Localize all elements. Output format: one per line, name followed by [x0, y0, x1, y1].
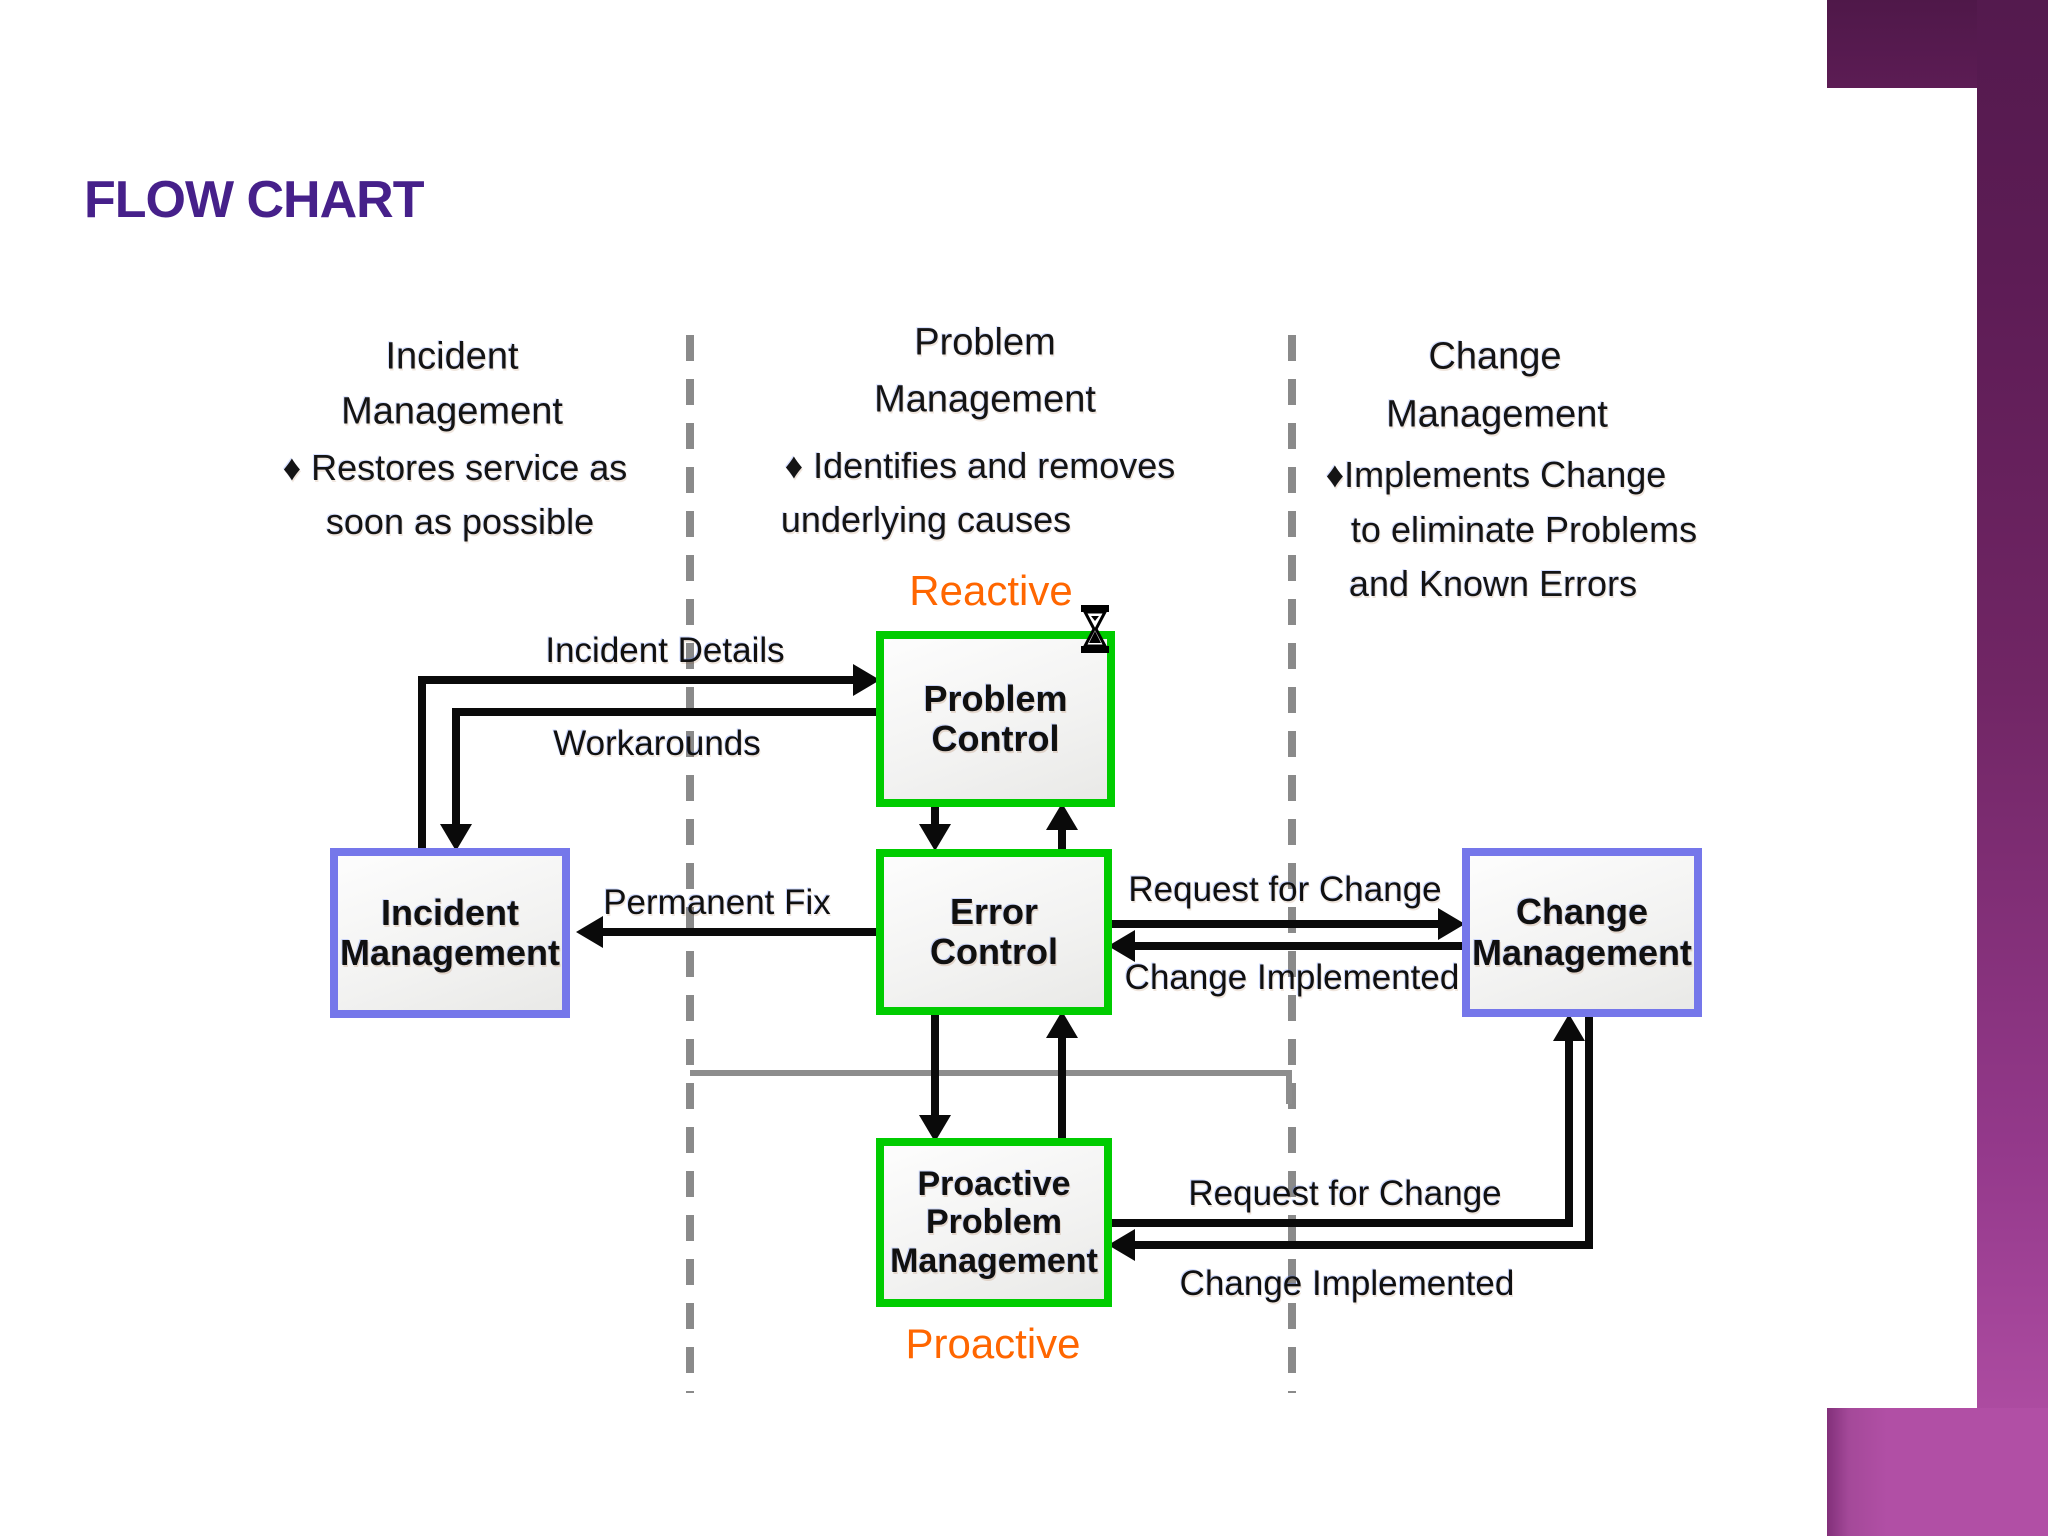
problem-control-label-1: Problem	[923, 677, 1068, 719]
col-change-title-2: Management	[1386, 393, 1608, 436]
incident-details-line-vertical	[418, 676, 426, 850]
incident-details-label: Incident Details	[545, 631, 785, 670]
change-management-label-1: Change	[1515, 891, 1648, 933]
permanent-fix-arrowhead	[576, 916, 603, 948]
col-problem-desc-1: ♦ Identifies and removes	[784, 445, 1176, 486]
workarounds-label: Workarounds	[553, 724, 761, 763]
request-for-change-bottom-arrowhead	[1553, 1014, 1585, 1041]
ec-to-ppm-line	[931, 1011, 939, 1116]
col-incident-title-1: Incident	[385, 335, 519, 378]
request-for-change-bottom-label: Request for Change	[1188, 1174, 1502, 1213]
problem-control-box: Problem Control	[876, 631, 1115, 807]
ec-to-pc-arrowhead	[1046, 803, 1078, 830]
ec-to-pc-line	[1058, 829, 1066, 853]
error-control-label-1: Error	[949, 890, 1039, 932]
problem-control-label-2: Control	[931, 718, 1060, 759]
reactive-label: Reactive	[909, 567, 1073, 614]
request-for-change-bottom-line	[1108, 1219, 1573, 1227]
column-separator-right	[1288, 335, 1296, 1393]
col-change-desc-1: ♦Implements Change	[1325, 454, 1667, 495]
change-implemented-top-label: Change Implemented	[1124, 958, 1460, 997]
change-implemented-top-arrowhead	[1108, 930, 1135, 962]
proactive-pm-label-2: Problem	[925, 1203, 1063, 1242]
error-control-label-2: Control	[930, 931, 1058, 972]
column-separator-left	[686, 335, 694, 1393]
proactive-label: Proactive	[905, 1320, 1081, 1367]
workarounds-line	[452, 708, 878, 716]
ec-to-ppm-arrowhead	[919, 1115, 951, 1142]
ppm-to-ec-arrowhead	[1046, 1011, 1078, 1038]
change-implemented-top-line	[1134, 942, 1465, 950]
incident-details-line	[418, 676, 854, 684]
pc-to-ec-arrowhead	[919, 824, 951, 851]
change-implemented-bottom-line	[1134, 1241, 1593, 1249]
change-implemented-bottom-label: Change Implemented	[1179, 1264, 1515, 1303]
col-problem-desc-2: underlying causes	[780, 499, 1072, 540]
incident-management-box: Incident Management	[330, 848, 570, 1018]
purple-frame-bottom	[1827, 1408, 2048, 1536]
incident-management-label-1: Incident	[380, 891, 519, 933]
proactive-problem-management-box: Proactive Problem Management	[876, 1138, 1112, 1307]
permanent-fix-line	[603, 928, 878, 936]
col-incident-desc-1: ♦ Restores service as	[282, 447, 628, 488]
col-change-desc-3: and Known Errors	[1348, 563, 1638, 604]
change-implemented-bottom-line-vertical	[1585, 1014, 1593, 1249]
col-problem-title-1: Problem	[914, 321, 1056, 364]
workarounds-arrowhead	[440, 824, 472, 851]
col-change-desc-2: to eliminate Problems	[1350, 509, 1698, 550]
change-management-label-2: Management	[1471, 931, 1693, 973]
col-incident-title-2: Management	[341, 390, 563, 433]
request-for-change-top-line	[1108, 920, 1438, 928]
purple-frame-right-bar	[1977, 0, 2048, 1536]
permanent-fix-label: Permanent Fix	[603, 883, 831, 922]
proactive-pm-label-3: Management	[890, 1241, 1098, 1280]
workarounds-line-vertical	[452, 708, 460, 824]
request-for-change-top-arrowhead	[1438, 908, 1465, 940]
change-management-box: Change Management	[1462, 848, 1702, 1017]
incident-details-arrowhead	[853, 664, 880, 696]
col-problem-title-2: Management	[874, 378, 1096, 421]
gray-connector-corner	[1286, 1070, 1292, 1104]
col-change-title-1: Change	[1428, 335, 1562, 378]
col-incident-desc-2: soon as possible	[325, 501, 595, 542]
change-implemented-bottom-arrowhead	[1108, 1229, 1135, 1261]
request-for-change-bottom-line-vertical	[1565, 1040, 1573, 1227]
page-title: FLOW CHART	[84, 171, 424, 229]
error-control-box: Error Control	[876, 849, 1112, 1015]
pc-to-ec-line	[931, 803, 939, 827]
request-for-change-top-label: Request for Change	[1128, 870, 1442, 909]
ppm-to-ec-line	[1058, 1037, 1066, 1142]
hourglass-cursor-icon	[1081, 605, 1109, 653]
proactive-pm-label-1: Proactive	[917, 1165, 1071, 1204]
incident-management-label-2: Management	[339, 932, 561, 973]
gray-connector-line	[690, 1070, 1292, 1076]
